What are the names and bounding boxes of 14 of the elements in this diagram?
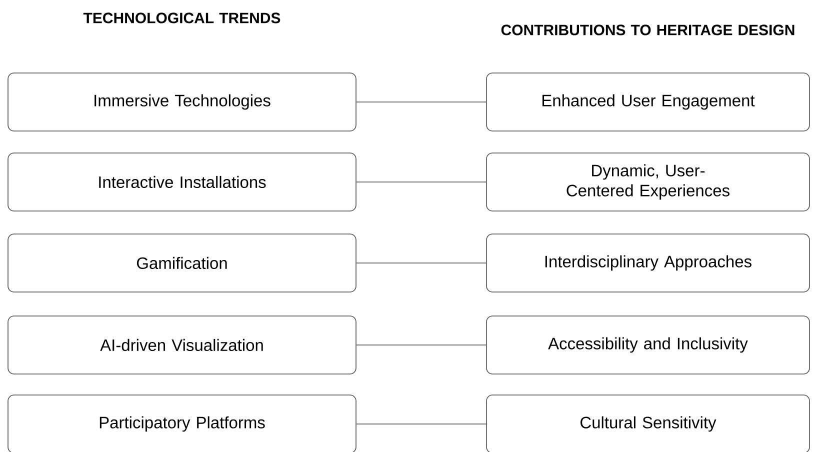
trend-box: Interactive Installations (8, 152, 356, 212)
column-heading: TECHNOLOGICAL TRENDS (83, 12, 280, 24)
trend-box: Dynamic, User-Centered Experiences (486, 152, 810, 212)
trend-box: Accessibility and Inclusivity (486, 316, 810, 374)
trend-box: Immersive Technologies (8, 72, 356, 132)
trend-box: Gamification (8, 234, 356, 292)
trend-box: Interdisciplinary Approaches (486, 234, 810, 292)
connector-line (356, 262, 486, 264)
trend-box: Cultural Sensitivity (486, 394, 810, 452)
trend-box: Participatory Platforms (8, 394, 356, 452)
trend-box: AI-driven Visualization (8, 316, 356, 374)
column-heading: CONTRIBUTIONS TO HERITAGE DESIGN (501, 24, 794, 36)
connector-line (356, 344, 486, 346)
trend-box: Enhanced User Engagement (486, 72, 810, 132)
